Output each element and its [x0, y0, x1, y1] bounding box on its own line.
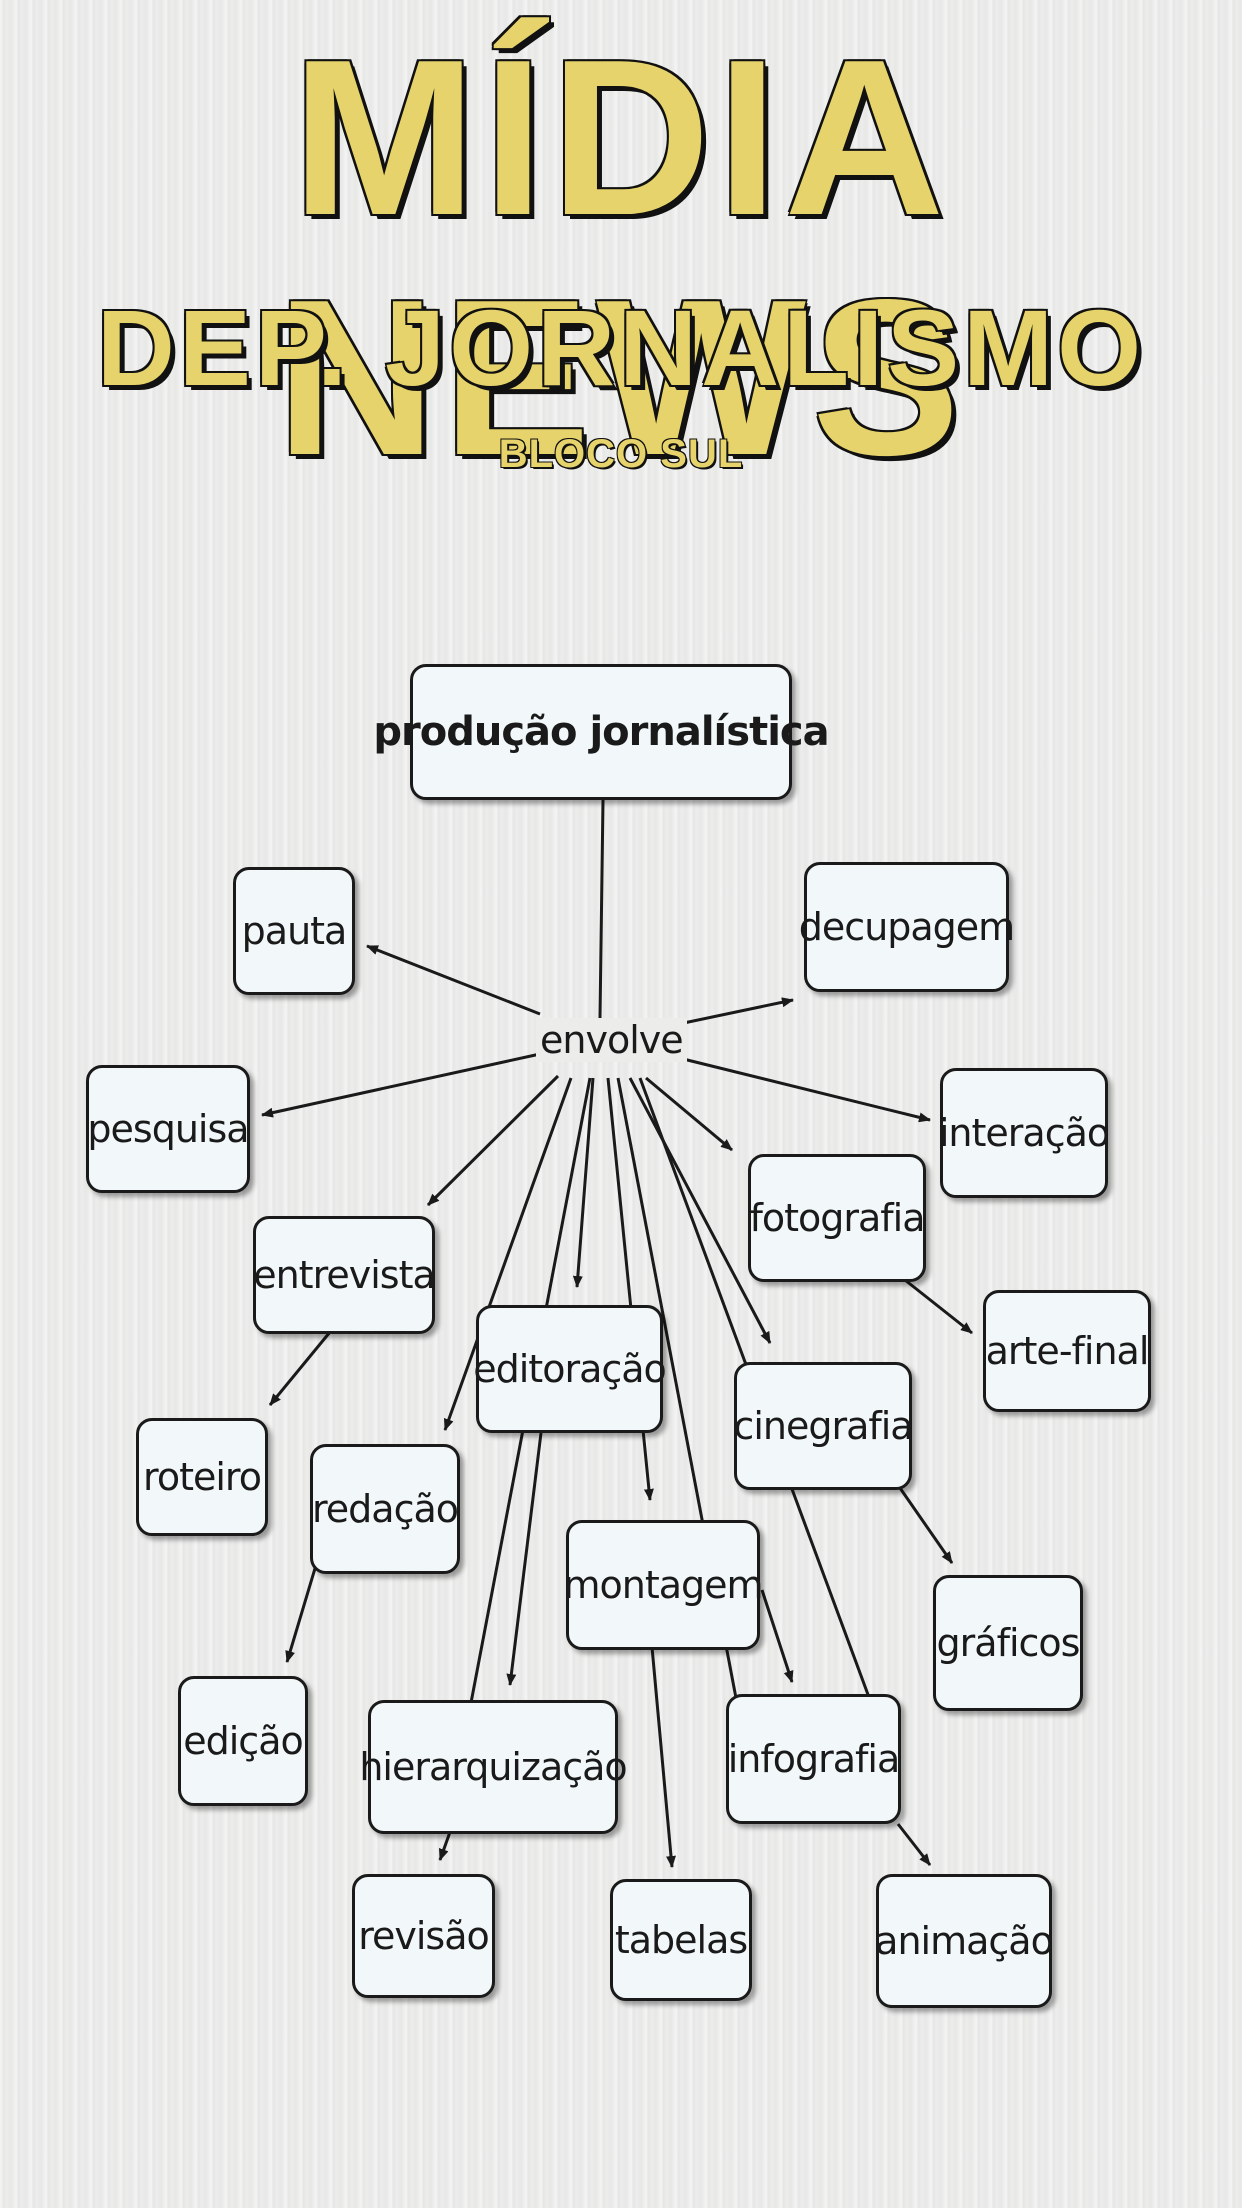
- block-title: BLOCO SUL: [498, 432, 744, 476]
- arrow-cinegrafia: [628, 1077, 772, 1344]
- arrow-infografia-animacao: [896, 1823, 932, 1866]
- arrow-fotografia-arte-final: [904, 1278, 973, 1335]
- arrow-montagem-tabelas: [650, 1646, 676, 1868]
- concept-arte-final: arte-final: [983, 1290, 1151, 1412]
- concept-redacao: redação: [310, 1444, 460, 1574]
- concept-montagem: montagem: [563, 1520, 764, 1650]
- concept-editoracao: editoração: [473, 1305, 667, 1433]
- arrow-interacao: [662, 1052, 931, 1123]
- arrow-editoracao: [572, 1077, 595, 1288]
- concept-cinegrafia: cinegrafia: [733, 1362, 914, 1490]
- concept-pesquisa: pesquisa: [86, 1065, 250, 1193]
- concept-infografia: infografia: [726, 1694, 901, 1824]
- concept-pauta: pauta: [233, 867, 355, 995]
- arrow-pesquisa: [261, 1052, 541, 1118]
- concept-edicao: edição: [178, 1676, 308, 1806]
- concept-producao-jornalistica: produção jornalística: [373, 664, 830, 800]
- arrow-hierarquizacao-revisao: [438, 1831, 452, 1861]
- arrow-montagem-infografia: [760, 1589, 794, 1683]
- arrow-cinegrafia-graficos: [898, 1487, 954, 1564]
- concept-decupagem: decupagem: [799, 862, 1015, 992]
- arrow-entrevista-roteiro: [268, 1331, 332, 1406]
- concept-revisao: revisão: [352, 1874, 495, 1998]
- concept-tabelas: tabelas: [610, 1879, 752, 2001]
- concept-graficos: gráficos: [933, 1575, 1083, 1711]
- arrow-editoracao-hierarquizacao: [506, 1432, 543, 1686]
- department-title: DEP. JORNALISMO: [96, 287, 1146, 408]
- arrow-pauta: [366, 944, 541, 1016]
- arrow-entrevista: [426, 1074, 560, 1207]
- concept-interacao: interação: [939, 1068, 1110, 1198]
- concept-hierarquizacao: hierarquização: [359, 1700, 628, 1834]
- concept-entrevista: entrevista: [253, 1216, 436, 1334]
- concept-fotografia: fotografia: [748, 1154, 926, 1282]
- concept-animacao: animação: [875, 1874, 1054, 2008]
- arrow-fotografia: [645, 1076, 733, 1152]
- arrow-redacao: [443, 1077, 573, 1431]
- link-root-envolve: [598, 799, 605, 1019]
- concept-roteiro: roteiro: [136, 1418, 268, 1536]
- main-title: MÍDIA NEWS: [276, 14, 966, 502]
- linker-envolve: envolve: [536, 1018, 687, 1062]
